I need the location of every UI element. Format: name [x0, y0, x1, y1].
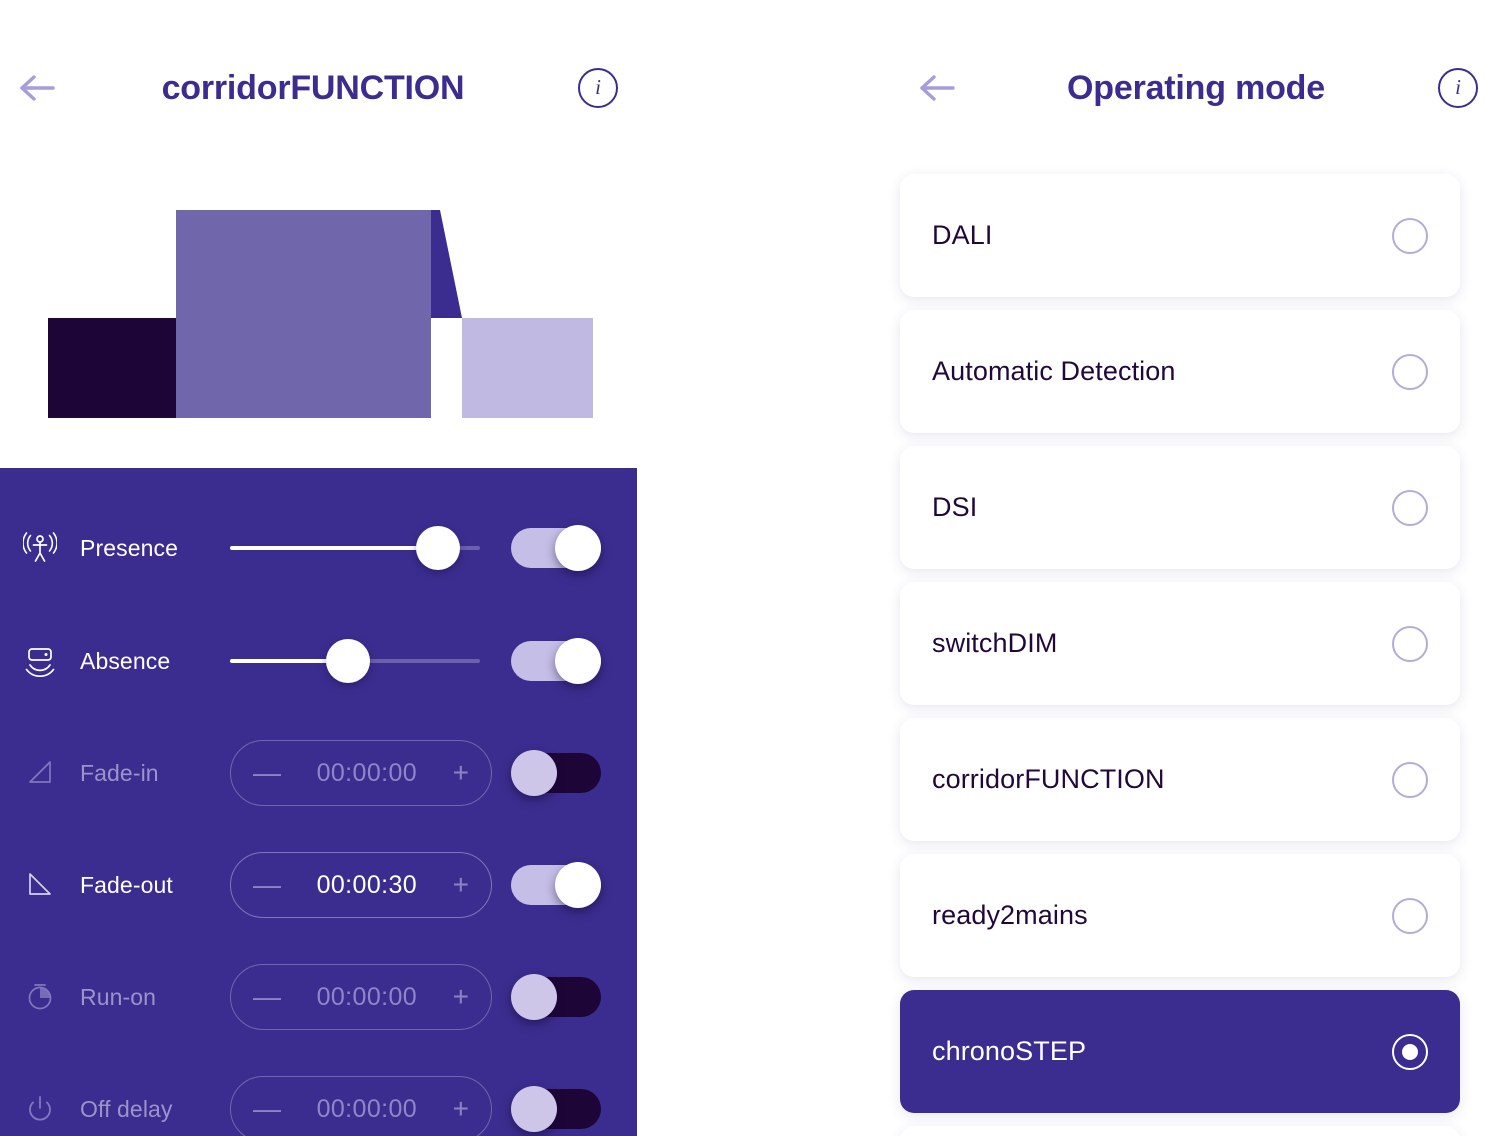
power-off-icon	[0, 1094, 80, 1124]
fade-in-value: 00:00:00	[316, 758, 418, 787]
radio-button[interactable]	[1392, 1033, 1428, 1070]
arrow-left-icon	[18, 72, 58, 104]
increment-button[interactable]: +	[452, 869, 469, 900]
fade-in-icon	[0, 758, 80, 788]
run-on-toggle[interactable]	[511, 974, 601, 1020]
operating-mode-screen: Operating mode i DALI Automatic Detectio…	[760, 0, 1500, 1136]
absence-toggle[interactable]	[511, 638, 601, 684]
mode-option-dsi[interactable]: DSI	[900, 446, 1460, 569]
list-item-label: DSI	[932, 492, 978, 522]
radio-button[interactable]	[1392, 217, 1428, 254]
page-title: Operating mode	[1067, 68, 1325, 107]
mode-option-dali[interactable]: DALI	[900, 174, 1460, 297]
increment-button[interactable]: +	[452, 757, 469, 788]
right-header: Operating mode i	[900, 46, 1500, 130]
toggle-knob	[511, 974, 557, 1020]
absence-sensor-icon	[0, 644, 80, 678]
radio-button[interactable]	[1392, 625, 1428, 662]
corridor-function-light-level-diagram	[48, 210, 593, 418]
toggle-knob	[555, 638, 601, 684]
info-icon: i	[1438, 68, 1478, 108]
off-delay-value: 00:00:00	[316, 1094, 418, 1123]
toggle-knob	[511, 1086, 557, 1132]
mode-option-corridorfunction[interactable]: corridorFUNCTION	[900, 718, 1460, 841]
list-item-label: Automatic Detection	[932, 356, 1176, 386]
slider-knob[interactable]	[325, 639, 370, 683]
setting-label-fade-in: Fade-in	[80, 759, 159, 786]
mode-option-partial[interactable]	[900, 1126, 1460, 1136]
slider-knob[interactable]	[415, 526, 460, 570]
off-delay-stepper[interactable]: — 00:00:00 +	[230, 1076, 492, 1136]
radio-button[interactable]	[1392, 353, 1428, 390]
setting-label-fade-out: Fade-out	[80, 871, 173, 898]
decrement-button[interactable]: —	[253, 981, 281, 1012]
slider-fill	[230, 659, 348, 663]
fade-in-toggle[interactable]	[511, 750, 601, 796]
setting-row-run-on: Run-on — 00:00:00 +	[0, 964, 637, 1030]
run-on-timer-icon	[0, 982, 80, 1012]
increment-button[interactable]: +	[452, 981, 469, 1012]
radio-dot	[1402, 1043, 1418, 1060]
increment-button[interactable]: +	[452, 1093, 469, 1124]
fade-out-toggle[interactable]	[511, 862, 601, 908]
slider-fill	[230, 546, 438, 550]
fade-out-stepper[interactable]: — 00:00:30 +	[230, 852, 492, 918]
setting-row-absence: Absence	[0, 633, 637, 689]
off-delay-toggle[interactable]	[511, 1086, 601, 1132]
info-button[interactable]: i	[1416, 68, 1500, 108]
setting-row-fade-in: Fade-in — 00:00:00 +	[0, 740, 637, 806]
setting-row-fade-out: Fade-out — 00:00:30 +	[0, 852, 637, 918]
decrement-button[interactable]: —	[253, 869, 281, 900]
page-title: corridorFUNCTION	[161, 68, 465, 107]
fade-out-value: 00:00:30	[316, 870, 418, 899]
radio-button[interactable]	[1392, 489, 1428, 526]
run-on-stepper[interactable]: — 00:00:00 +	[230, 964, 492, 1030]
toggle-knob	[511, 750, 557, 796]
fade-in-stepper[interactable]: — 00:00:00 +	[230, 740, 492, 806]
list-item-label: DALI	[932, 220, 993, 250]
absence-slider[interactable]	[230, 638, 480, 684]
back-button[interactable]	[900, 72, 976, 104]
info-icon: i	[578, 68, 618, 108]
left-header: corridorFUNCTION i	[0, 46, 640, 130]
mode-option-automatic-detection[interactable]: Automatic Detection	[900, 310, 1460, 433]
arrow-left-icon	[918, 72, 958, 104]
toggle-knob	[555, 862, 601, 908]
setting-row-off-delay: Off delay — 00:00:00 +	[0, 1076, 637, 1136]
corridor-settings-card: Presence	[0, 468, 637, 1136]
info-button[interactable]: i	[556, 68, 640, 108]
run-on-value: 00:00:00	[316, 982, 418, 1011]
corridor-function-screen: corridorFUNCTION i	[0, 0, 700, 1136]
list-item-label: switchDIM	[932, 628, 1058, 658]
setting-label-absence: Absence	[80, 647, 171, 674]
radio-button[interactable]	[1392, 761, 1428, 798]
setting-label-run-on: Run-on	[80, 983, 157, 1010]
list-item-label: corridorFUNCTION	[932, 764, 1165, 794]
setting-row-presence: Presence	[0, 520, 637, 576]
setting-label-off-delay: Off delay	[80, 1095, 173, 1122]
presence-sensor-icon	[0, 531, 80, 565]
decrement-button[interactable]: —	[253, 1093, 281, 1124]
back-button[interactable]	[0, 72, 76, 104]
list-item-label: ready2mains	[932, 900, 1088, 930]
mode-option-ready2mains[interactable]: ready2mains	[900, 854, 1460, 977]
presence-toggle[interactable]	[511, 525, 601, 571]
mode-option-switchdim[interactable]: switchDIM	[900, 582, 1460, 705]
mode-option-chronostep[interactable]: chronoSTEP	[900, 990, 1460, 1113]
decrement-button[interactable]: —	[253, 757, 281, 788]
operating-mode-list: DALI Automatic Detection DSI switchDIM c…	[900, 174, 1460, 1136]
fade-out-icon	[0, 870, 80, 900]
presence-slider[interactable]	[230, 525, 480, 571]
list-item-label: chronoSTEP	[932, 1036, 1087, 1066]
toggle-knob	[555, 525, 601, 571]
radio-button[interactable]	[1392, 897, 1428, 934]
setting-label-presence: Presence	[80, 534, 178, 561]
